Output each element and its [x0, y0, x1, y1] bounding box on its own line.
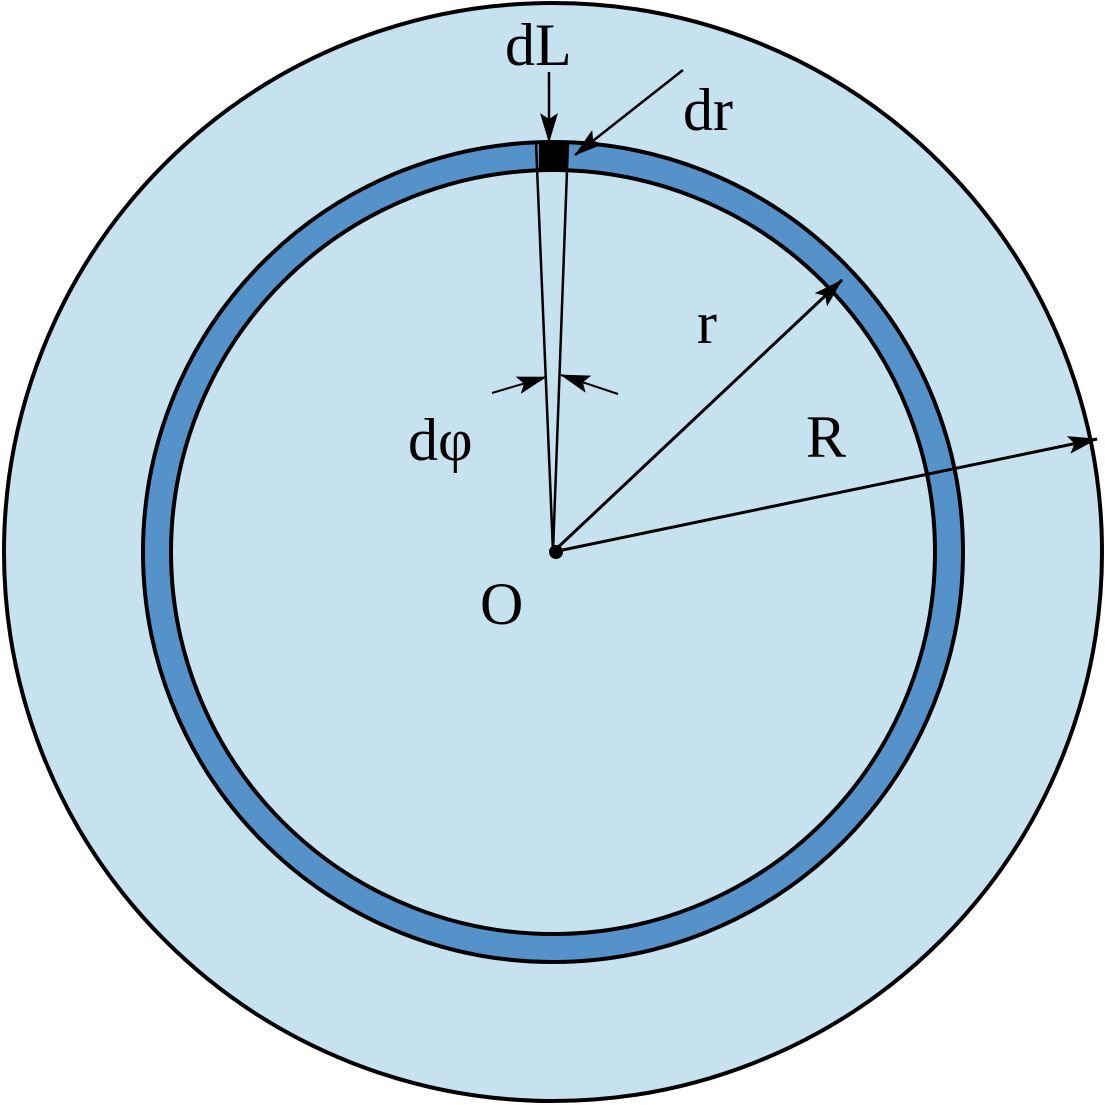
dphi-arrow-left: [491, 376, 547, 394]
dr-arrow: [574, 69, 684, 156]
label-dr: dr: [683, 77, 733, 143]
label-center-o: O: [480, 571, 523, 637]
sector-line-left: [534, 142, 555, 553]
dphi-arrow-right: [560, 374, 619, 395]
radius-r-arrow: [551, 278, 844, 554]
label-r: r: [697, 290, 717, 356]
center-point: [549, 545, 563, 559]
sector-line-right: [551, 142, 570, 553]
area-element: [539, 143, 567, 171]
label-dphi: dφ: [408, 407, 473, 473]
label-dl: dL: [505, 12, 572, 78]
radius-big-r-arrow: [552, 436, 1098, 554]
label-big-r: R: [806, 404, 846, 470]
